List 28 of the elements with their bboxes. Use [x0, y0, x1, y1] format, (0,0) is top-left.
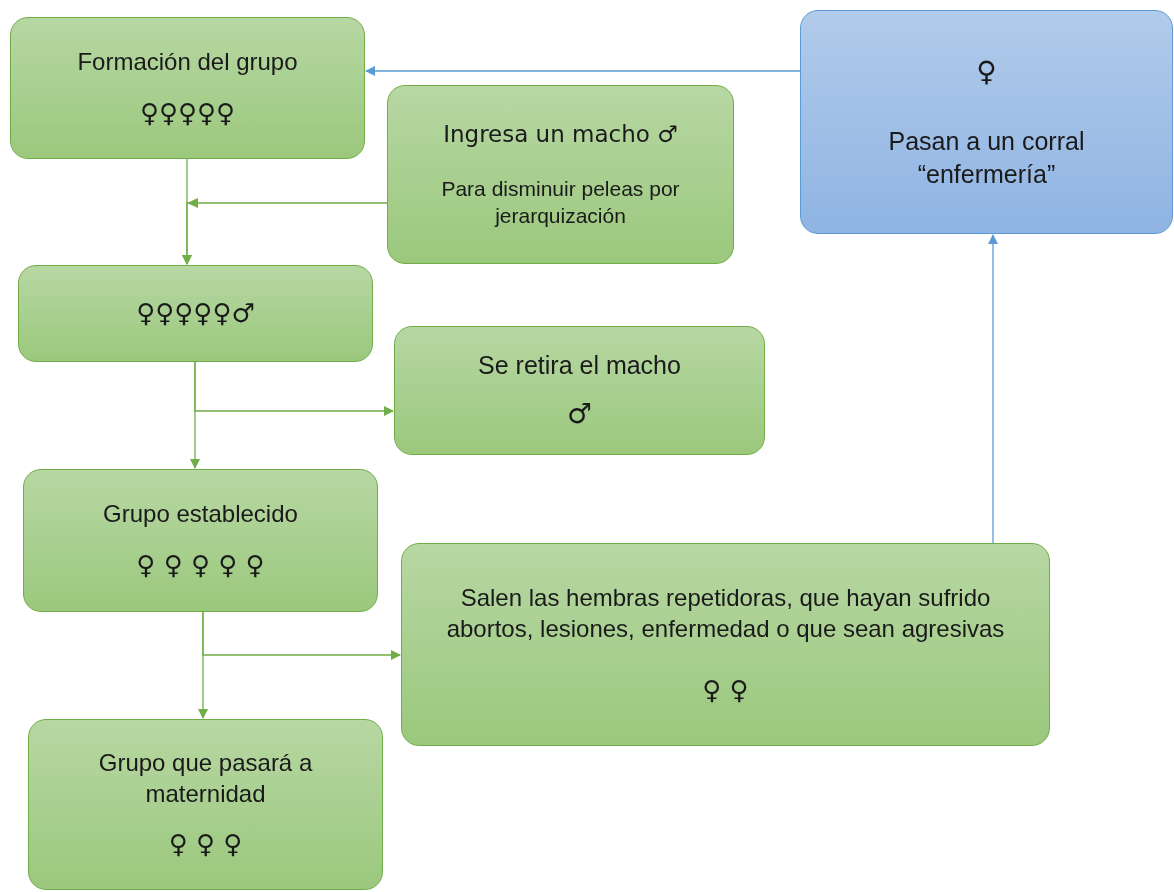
node-title: ♀ [976, 53, 997, 90]
arrow [194, 361, 394, 416]
process-box [10, 17, 365, 159]
node-title: Grupo establecido [103, 499, 298, 529]
node-text: ♀♀♀♀♀ [139, 96, 236, 130]
node-title: Se retira el macho [478, 350, 681, 382]
node-text: ♀ ♀ ♀ ♀ ♀ [136, 549, 265, 583]
process-box [23, 469, 378, 612]
process-box [28, 719, 383, 890]
process-box [387, 85, 734, 264]
node-text: Para disminuir peleas por jerarquización [440, 175, 681, 230]
arrow [182, 198, 388, 265]
node-text: ♀ ♀ ♀ [168, 828, 243, 862]
arrow [988, 234, 998, 544]
process-box [800, 10, 1173, 234]
process-box [394, 326, 765, 455]
node-text: Pasan a un corral “enfermería” [887, 126, 1086, 190]
arrow [202, 611, 401, 660]
node-text: ♀ ♀ [702, 673, 749, 707]
node-title: Ingresa un macho ♂ [443, 119, 678, 149]
node-title: ♀♀♀♀♀♂ [136, 296, 255, 330]
node-text: ♂ [566, 395, 593, 432]
arrow [365, 66, 801, 76]
node-title: Salen las hembras repetidoras, que hayan sufrido abortos, lesiones, enfermedad o que sean agresivas [445, 582, 1006, 644]
node-title: Formación del grupo [77, 46, 298, 77]
process-box [18, 265, 373, 362]
node-title: Grupo que pasará a maternidad [97, 747, 314, 810]
process-box [401, 543, 1050, 746]
